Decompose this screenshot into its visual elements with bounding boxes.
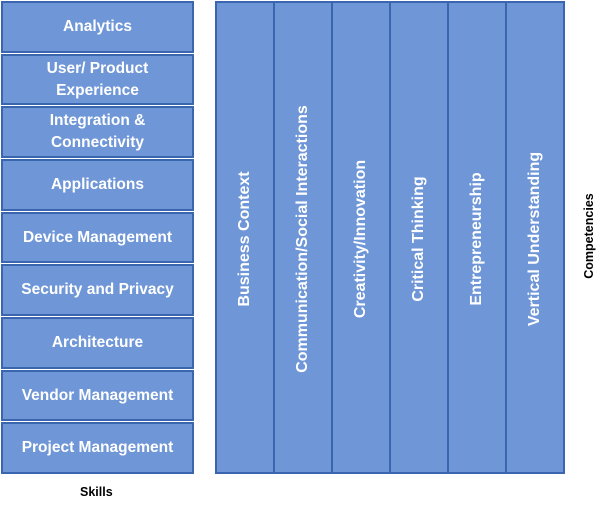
skill-box-project-management: Project Management <box>1 422 194 475</box>
skills-column: Analytics User/ Product Experience Integ… <box>1 1 194 475</box>
skill-label: Integration & Connectivity <box>49 112 146 152</box>
skill-label: Project Management <box>21 439 174 457</box>
competency-label: Vertical Understanding <box>526 151 543 327</box>
competency-entrepreneurship: Entrepreneurship <box>449 3 507 472</box>
skill-label: Vendor Management <box>21 386 174 404</box>
skill-box-vendor-management: Vendor Management <box>1 369 194 422</box>
skills-axis-label: Skills <box>80 485 113 499</box>
competency-communication-social: Communication/Social Interactions <box>275 3 333 472</box>
competency-label: Business Context <box>236 171 253 307</box>
competency-creativity-innovation: Creativity/Innovation <box>333 3 391 472</box>
competency-label: Communication/Social Interactions <box>294 105 311 373</box>
skill-box-applications: Applications <box>1 159 194 211</box>
competency-vertical-understanding: Vertical Understanding <box>507 3 563 472</box>
skill-box-analytics: Analytics <box>1 1 194 53</box>
skill-label: Applications <box>50 175 144 193</box>
skill-box-user-product-experience: User/ Product Experience <box>1 53 194 106</box>
competency-label: Critical Thinking <box>410 176 427 302</box>
competency-critical-thinking: Critical Thinking <box>391 3 449 472</box>
skill-box-architecture: Architecture <box>1 317 194 369</box>
competency-business-context: Business Context <box>217 3 275 472</box>
competencies-axis-label: Competencies <box>582 193 596 279</box>
skill-box-device-management: Device Management <box>1 211 194 264</box>
skill-label: Architecture <box>51 333 144 351</box>
skill-label: Analytics <box>63 17 132 35</box>
skill-label: Device Management <box>22 228 173 246</box>
skill-box-security-privacy: Security and Privacy <box>1 264 194 317</box>
skill-label: User/ Product Experience <box>46 59 149 99</box>
competencies-grid: Business Context Communication/Social In… <box>215 1 565 474</box>
competency-label: Entrepreneurship <box>468 172 485 306</box>
competency-label: Creativity/Innovation <box>352 159 369 319</box>
skill-label: Security and Privacy <box>21 281 174 299</box>
skill-box-integration-connectivity: Integration & Connectivity <box>1 106 194 159</box>
